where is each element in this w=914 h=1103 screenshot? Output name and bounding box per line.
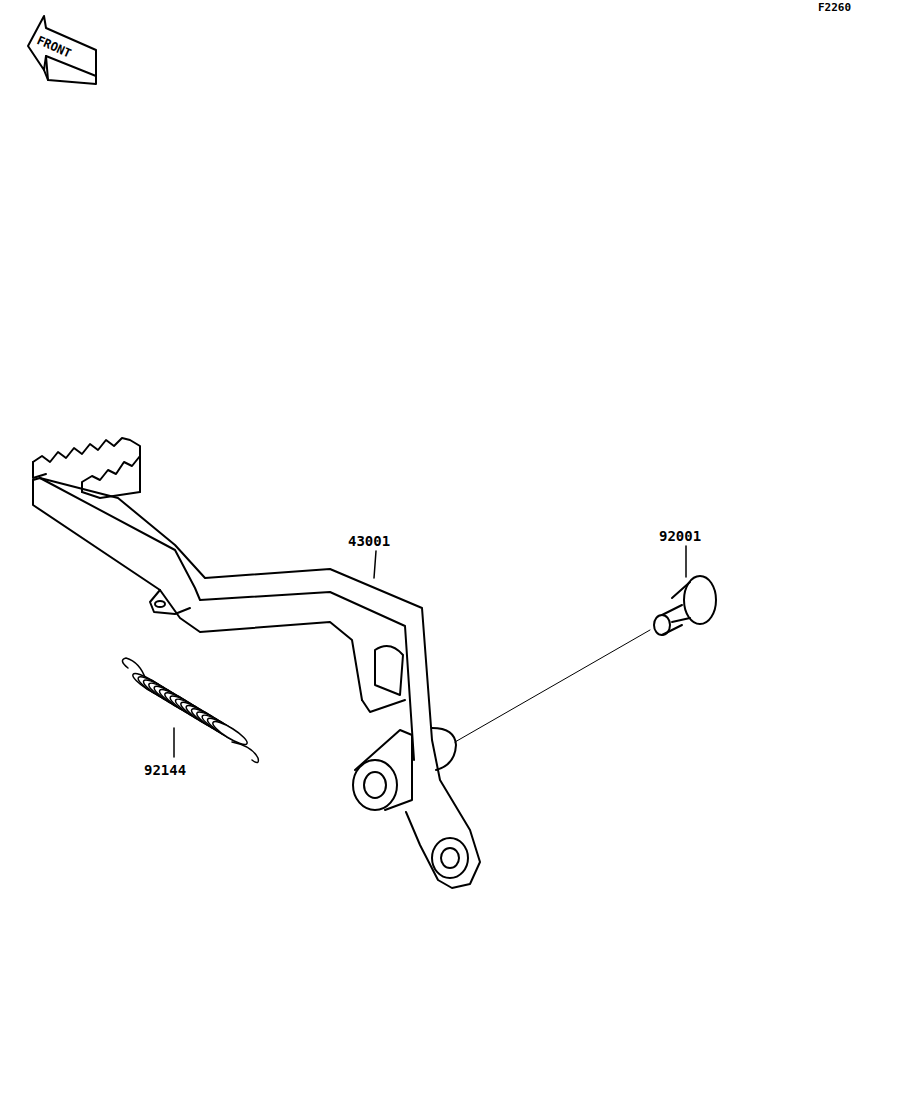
spring-coil [210,718,249,748]
diagram-code: F2260 [818,2,851,13]
bolt [654,576,716,635]
callout-number: 92001 [659,529,701,543]
leader-lines [174,546,686,757]
spring [122,658,258,763]
brake-pedal [33,438,480,888]
callout-number: 92144 [144,763,186,777]
assembly-line [455,630,650,742]
front-arrow [28,16,96,84]
callout-number: 43001 [348,534,390,548]
